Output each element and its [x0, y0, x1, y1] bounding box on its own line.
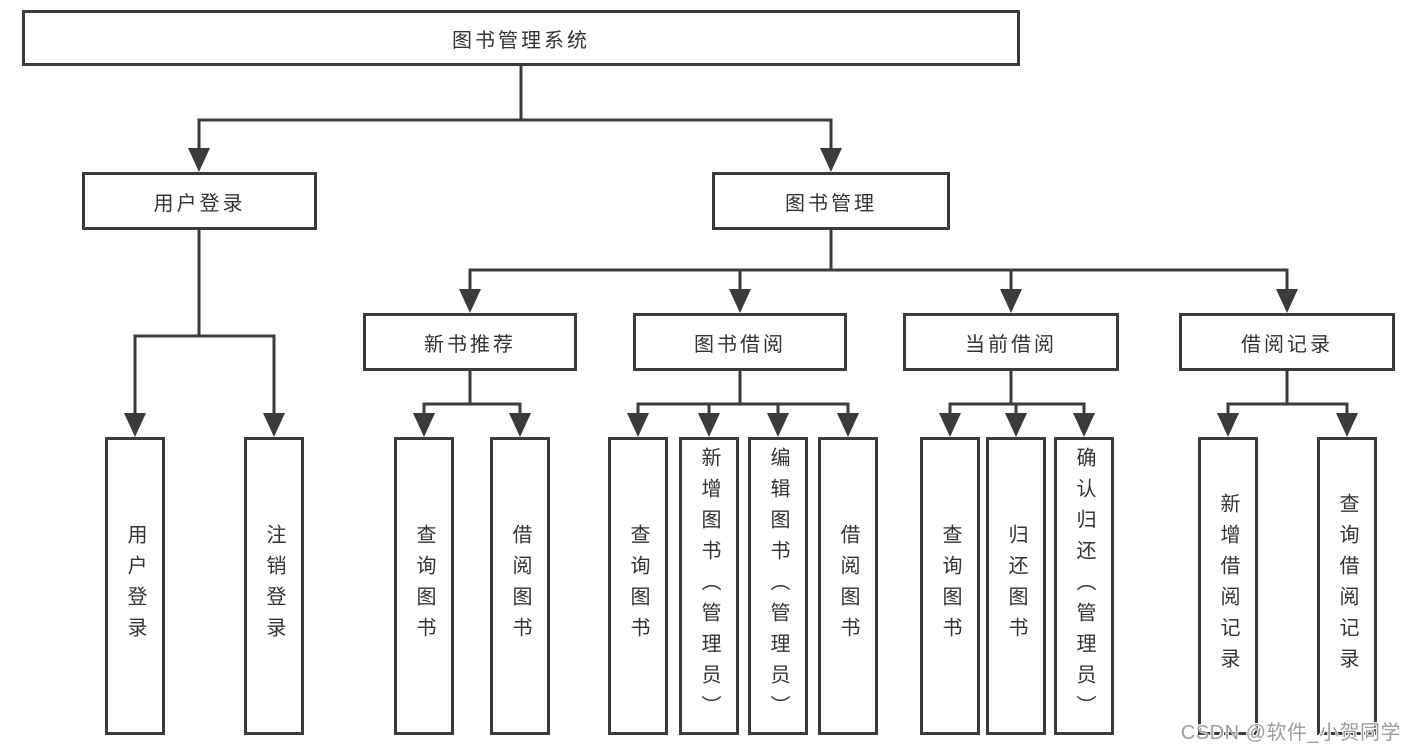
leaf-query-books-current: 查询图书 [920, 437, 980, 735]
leaf-return-books: 归还图书 [986, 437, 1046, 735]
leaf-edit-books-admin: 编辑图书（管理员） [748, 437, 808, 735]
csdn-watermark: CSDN @软件_小贺同学 [1180, 722, 1401, 744]
leaf-user-login: 用户登录 [105, 437, 165, 735]
leaf-logout: 注销登录 [244, 437, 304, 735]
node-user-login: 用户登录 [82, 172, 317, 230]
leaf-query-books-recommend: 查询图书 [394, 437, 454, 735]
node-current-borrowing: 当前借阅 [903, 313, 1119, 371]
node-borrowing-records: 借阅记录 [1179, 313, 1395, 371]
node-new-book-recommendation: 新书推荐 [363, 313, 577, 371]
node-book-management: 图书管理 [712, 172, 950, 230]
leaf-add-borrow-record: 新增借阅记录 [1198, 437, 1258, 735]
node-book-borrowing: 图书借阅 [633, 313, 847, 371]
leaf-borrow-books-recommend: 借阅图书 [490, 437, 550, 735]
leaf-query-borrow-record: 查询借阅记录 [1317, 437, 1377, 735]
leaf-add-books-admin: 新增图书（管理员） [679, 437, 739, 735]
leaf-query-books-borrowing: 查询图书 [608, 437, 668, 735]
node-library-management-system: 图书管理系统 [22, 10, 1020, 66]
leaf-borrow-books-borrowing: 借阅图书 [818, 437, 878, 735]
leaf-confirm-return-admin: 确认归还（管理员） [1054, 437, 1114, 735]
